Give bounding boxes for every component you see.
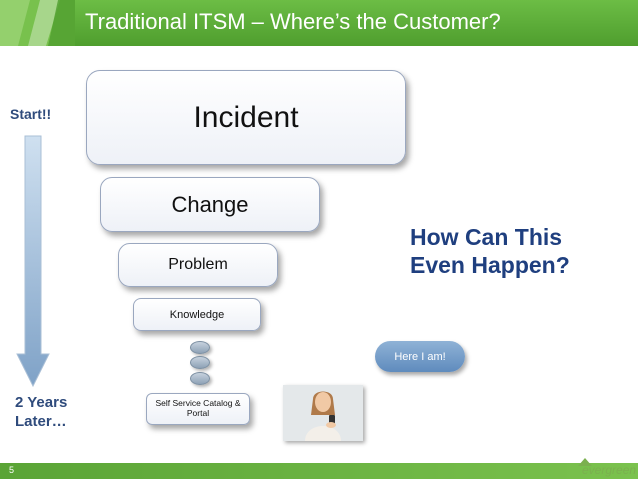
question-text: How Can This Even Happen?	[410, 224, 570, 278]
dot	[190, 341, 210, 354]
title-bar: Traditional ITSM – Where’s the Customer?	[0, 0, 638, 46]
later-label: 2 Years Later…	[15, 394, 68, 430]
logo-mark-icon	[578, 458, 592, 466]
page-number: 5	[9, 465, 15, 475]
knowledge-box: Knowledge	[133, 298, 261, 331]
change-box: Change	[100, 177, 320, 232]
woman-with-phone-illustration	[283, 385, 363, 441]
start-label: Start!!	[10, 106, 52, 122]
slide-title: Traditional ITSM – Where’s the Customer?	[85, 9, 501, 34]
problem-box: Problem	[118, 243, 278, 287]
customer-photo	[283, 385, 363, 441]
speech-bubble: Here I am!	[375, 341, 465, 372]
evergreen-logo-icon: evergreen	[572, 458, 636, 479]
dot	[190, 372, 210, 385]
down-arrow-icon	[16, 135, 50, 388]
footer-bar	[0, 463, 638, 479]
leaf-pattern-icon	[0, 0, 75, 46]
incident-box: Incident	[86, 70, 406, 165]
dot	[190, 356, 210, 369]
self-service-catalog-box: Self Service Catalog & Portal	[146, 393, 250, 425]
logo-text: evergreen	[582, 463, 637, 477]
